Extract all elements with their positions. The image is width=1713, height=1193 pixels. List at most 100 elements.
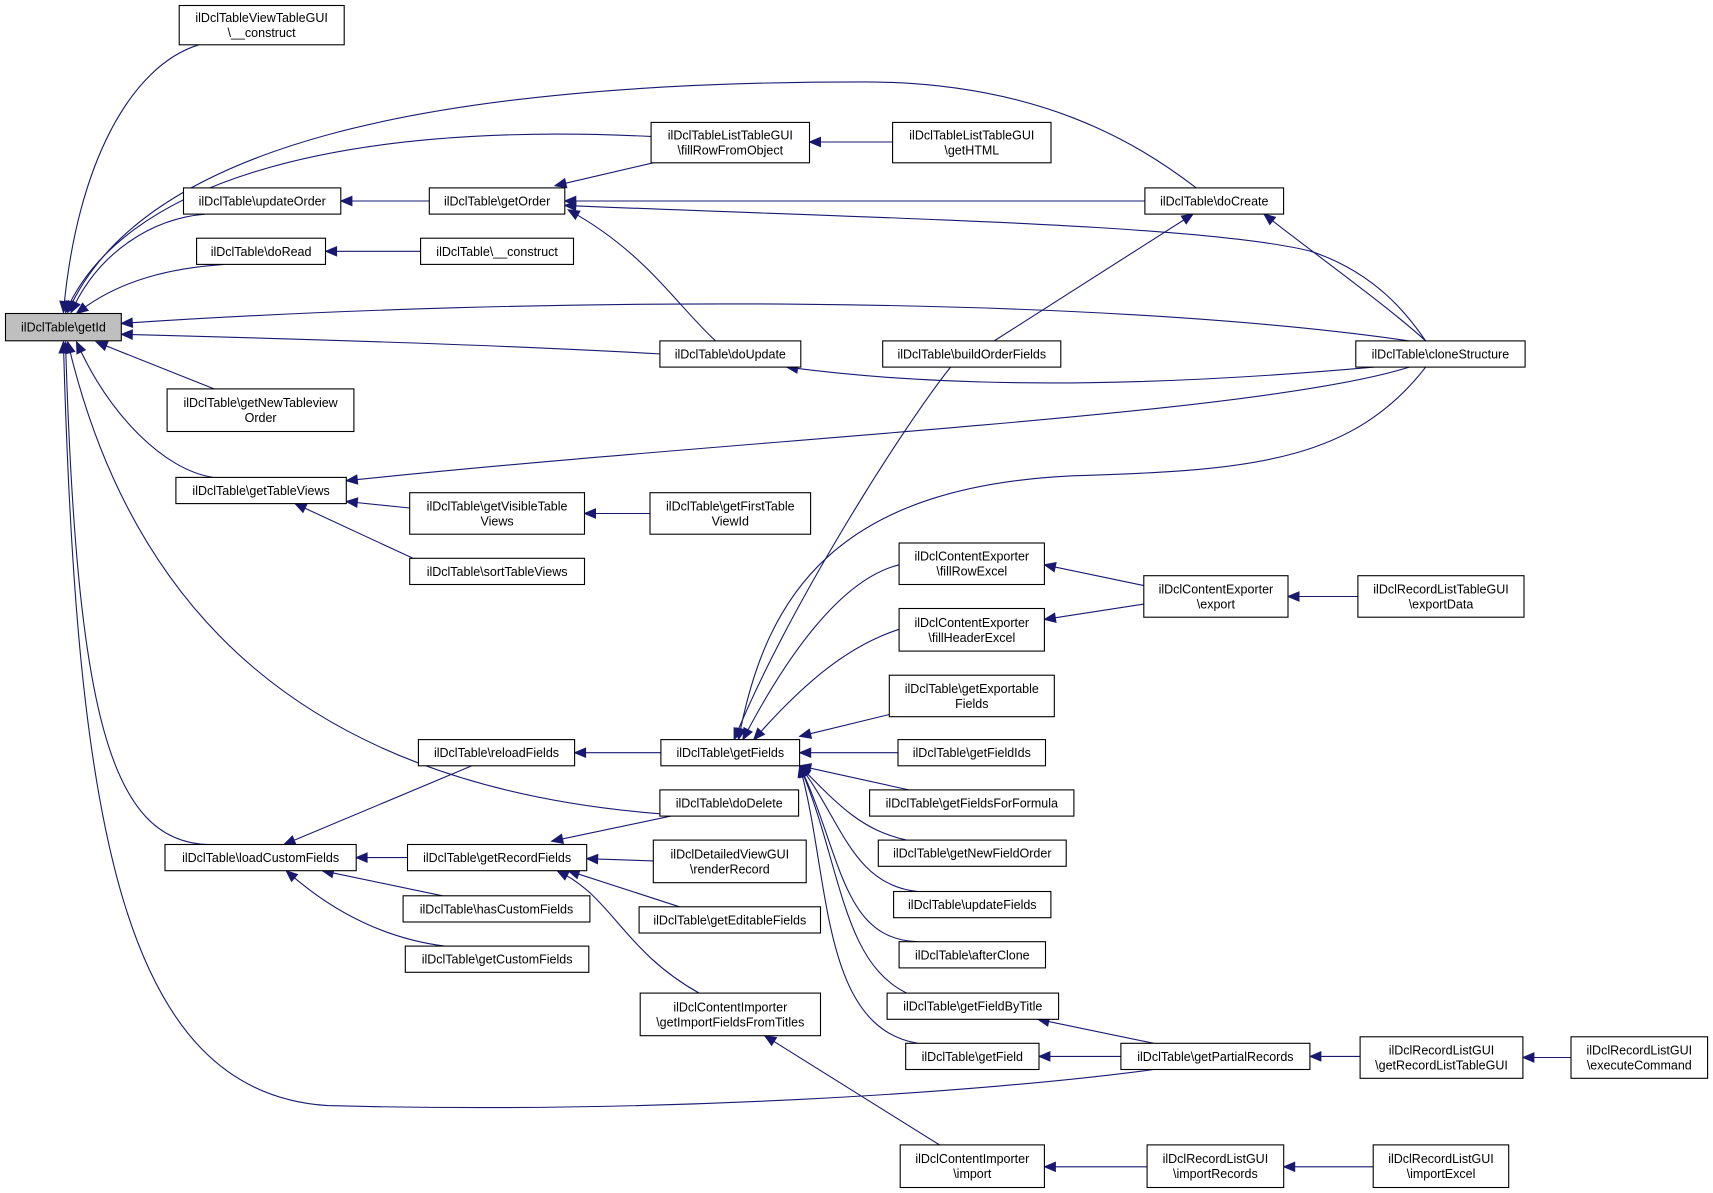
arrowhead: [566, 209, 581, 221]
node-getOrder[interactable]: ilDclTable\getOrder: [428, 187, 566, 215]
node-importRecords[interactable]: ilDclRecordListGUI\importRecords: [1146, 1144, 1285, 1189]
node-getFieldIds[interactable]: ilDclTable\getFieldIds: [897, 739, 1047, 767]
node-box: [175, 476, 347, 505]
edge-line: [556, 870, 700, 994]
arrowhead: [752, 727, 766, 741]
edge-getId-to-getTableViews: [75, 340, 214, 478]
node-box: [888, 674, 1055, 718]
node-getField[interactable]: ilDclTable\getField: [905, 1042, 1040, 1071]
node-updateOrder[interactable]: ilDclTable\updateOrder: [182, 187, 342, 215]
arrowhead: [75, 302, 89, 315]
node-doDelete[interactable]: ilDclTable\doDelete: [659, 789, 800, 817]
node-importExcel[interactable]: ilDclRecordListGUI\importExcel: [1372, 1144, 1510, 1189]
node-label: ilDclTable\getFieldsForFormula: [886, 797, 1058, 811]
node-getRecordFields[interactable]: ilDclTable\getRecordFields: [406, 843, 588, 872]
node-box: [1146, 1144, 1285, 1189]
node-renderRecord[interactable]: ilDclDetailedViewGUI\renderRecord: [652, 839, 807, 884]
edge-line: [799, 713, 890, 737]
arrowhead: [120, 329, 133, 340]
node-box: [898, 941, 1047, 969]
node-getFields[interactable]: ilDclTable\getFields: [660, 739, 801, 767]
node-loadCustomFields[interactable]: ilDclTable\loadCustomFields: [164, 843, 357, 872]
node-getEditableFields[interactable]: ilDclTable\getEditableFields: [638, 906, 822, 934]
node-construct[interactable]: ilDclTable\__construct: [420, 237, 575, 265]
edge-line: [1044, 603, 1144, 620]
edge-export-to-exportData: [1286, 591, 1358, 602]
node-label: \import: [953, 1167, 992, 1181]
node-updateFields[interactable]: ilDclTable\updateFields: [893, 890, 1052, 919]
node-cloneStructure[interactable]: ilDclTable\cloneStructure: [1355, 340, 1526, 368]
edge-getVisibleTableViews-to-getFirstTableViewId: [583, 508, 650, 519]
node-fillRowFromObject[interactable]: ilDclTableListTableGUI\fillRowFromObject: [650, 121, 811, 164]
node-label: \fillRowFromObject: [678, 144, 784, 158]
node-label: ilDclContentExporter: [1159, 583, 1274, 597]
edge-line: [95, 341, 215, 390]
edge-line: [76, 263, 225, 314]
node-hasCustomFields[interactable]: ilDclTable\hasCustomFields: [402, 895, 591, 923]
node-box: [659, 789, 800, 817]
node-fillRowExcel[interactable]: ilDclContentExporter\fillRowExcel: [898, 542, 1045, 586]
node-getFieldByTitle[interactable]: ilDclTable\getFieldByTitle: [886, 992, 1060, 1020]
node-label: ilDclTable\getFields: [676, 746, 784, 760]
node-box: [897, 739, 1047, 767]
arrowhead: [735, 727, 746, 741]
arrowhead: [70, 299, 81, 314]
node-box: [182, 187, 342, 215]
node-getHTML[interactable]: ilDclTableListTableGUI\getHTML: [892, 121, 1052, 164]
node-doRead[interactable]: ilDclTable\doRead: [196, 237, 327, 265]
node-viewTableConstruct[interactable]: ilDclTableViewTableGUI\__construct: [178, 4, 345, 46]
node-box: [877, 839, 1067, 867]
node-getCustomFields[interactable]: ilDclTable\getCustomFields: [404, 945, 590, 973]
node-executeCommand[interactable]: ilDclRecordListGUI\executeCommand: [1570, 1036, 1709, 1079]
node-doUpdate[interactable]: ilDclTable\doUpdate: [659, 340, 802, 368]
node-getRecordListTableGUI[interactable]: ilDclRecordListGUI\getRecordListTableGUI: [1359, 1036, 1524, 1079]
edge-doUpdate-to-cloneStructure: [785, 363, 1375, 384]
node-box: [886, 992, 1060, 1020]
arrowhead: [1282, 1161, 1296, 1173]
node-box: [404, 945, 590, 973]
edge-getFields-to-fillRowExcel: [742, 564, 900, 741]
node-label: \importRecords: [1173, 1167, 1258, 1181]
edge-line: [121, 303, 1410, 342]
edge-getId-to-getNewTableviewOrder: [94, 341, 215, 390]
edge-loadCustomFields-to-getRecordFields: [354, 852, 408, 863]
edge-line: [737, 366, 1427, 740]
edge-line: [799, 765, 907, 841]
node-getId[interactable]: ilDclTable\getId: [4, 312, 122, 342]
edge-line: [742, 564, 900, 740]
node-label: ilDclTable\loadCustomFields: [182, 851, 339, 865]
node-label: ilDclTable\cloneStructure: [1372, 348, 1510, 362]
node-doCreate[interactable]: ilDclTable\doCreate: [1144, 187, 1285, 215]
node-buildOrderFields[interactable]: ilDclTable\buildOrderFields: [882, 340, 1062, 368]
node-box: [417, 739, 576, 767]
edge-fillRowFromObject-to-getHTML: [808, 136, 893, 148]
node-import[interactable]: ilDclContentImporter\import: [899, 1144, 1045, 1189]
node-getImportFieldsFromTitles[interactable]: ilDclContentImporter\getImportFieldsFrom…: [639, 992, 822, 1037]
arrowhead: [797, 764, 808, 779]
edge-getId-to-doUpdate: [120, 329, 663, 355]
node-export[interactable]: ilDclContentExporter\export: [1143, 575, 1289, 618]
node-box: [638, 906, 822, 934]
arrowhead: [798, 747, 812, 759]
node-getFieldsForFormula[interactable]: ilDclTable\getFieldsForFormula: [869, 789, 1075, 817]
edge-doCreate-to-buildOrderFields: [993, 213, 1195, 342]
node-sortTableViews[interactable]: ilDclTable\sortTableViews: [409, 557, 586, 586]
node-getTableViews[interactable]: ilDclTable\getTableViews: [175, 476, 347, 505]
node-afterClone[interactable]: ilDclTable\afterClone: [898, 941, 1047, 969]
node-getNewFieldOrder[interactable]: ilDclTable\getNewFieldOrder: [877, 839, 1067, 867]
node-exportData[interactable]: ilDclRecordListTableGUI\exportData: [1357, 575, 1525, 618]
arrowhead: [550, 833, 565, 845]
node-fillHeaderExcel[interactable]: ilDclContentExporter\fillHeaderExcel: [898, 607, 1045, 652]
edge-line: [764, 1035, 940, 1146]
arrowhead: [583, 508, 596, 519]
node-getPartialRecords[interactable]: ilDclTable\getPartialRecords: [1120, 1042, 1311, 1071]
edge-line: [551, 815, 671, 842]
node-reloadFields[interactable]: ilDclTable\reloadFields: [417, 739, 576, 767]
node-label: \fillRowExcel: [936, 565, 1007, 579]
edge-line: [322, 870, 443, 897]
node-box: [166, 388, 355, 433]
